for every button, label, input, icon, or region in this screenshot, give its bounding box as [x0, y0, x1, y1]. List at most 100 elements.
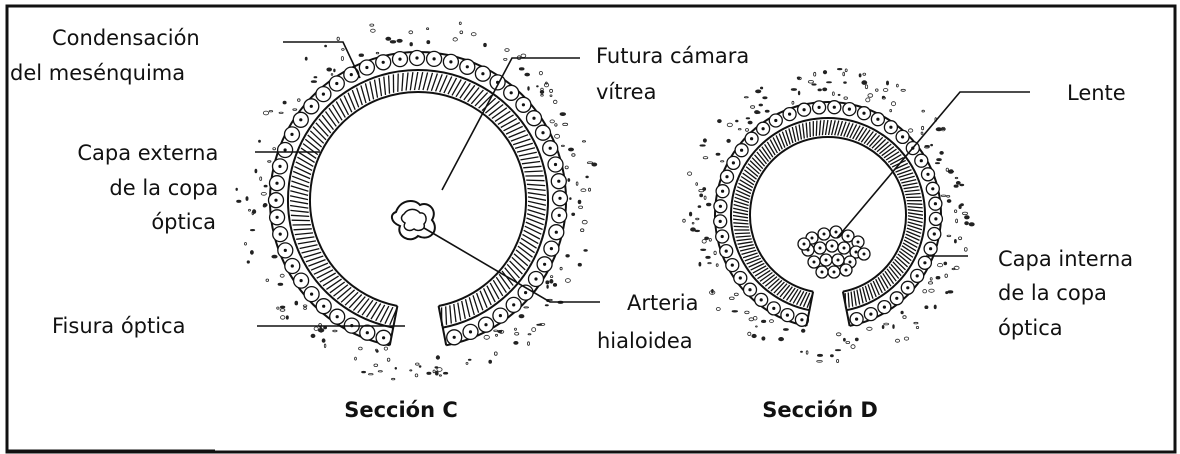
mesenchyme-speck	[893, 325, 895, 329]
mesenchyme-speck	[495, 334, 497, 336]
mesenchyme-speck	[550, 279, 553, 283]
neural-layer-hatch	[489, 105, 504, 116]
cell-nucleus	[541, 131, 544, 134]
mesenchyme-speck	[851, 345, 855, 349]
mesenchyme-speck	[729, 297, 734, 300]
neural-layer-hatch	[884, 149, 897, 158]
mesenchyme-speck	[689, 212, 691, 216]
mesenchyme-speck	[798, 91, 800, 95]
cup-layer-outline	[310, 92, 526, 306]
neural-layer-hatch	[389, 75, 390, 93]
neural-layer-hatch	[290, 191, 308, 196]
mesenchyme-speck	[838, 94, 840, 95]
mesenchyme-speck	[901, 89, 905, 91]
cell-nucleus	[558, 197, 561, 200]
mesenchyme-speck	[459, 22, 461, 25]
label-capa-externa: Capa externa de la copa óptica	[77, 141, 225, 234]
mesenchyme-speck	[318, 329, 324, 332]
neural-layer-hatch	[740, 248, 755, 252]
cell-nucleus	[906, 286, 909, 289]
mesenchyme-speck	[515, 333, 519, 336]
mesenchyme-speck	[528, 334, 531, 335]
neural-layer-hatch	[329, 108, 339, 123]
mesenchyme-speck	[293, 109, 297, 111]
neural-layer-hatch	[734, 226, 749, 227]
neural-layer-hatch	[521, 238, 537, 248]
neural-layer-hatch	[901, 180, 916, 183]
cell-nucleus	[901, 135, 904, 138]
neural-layer-hatch	[345, 292, 358, 305]
neural-layer-hatch	[733, 212, 748, 215]
neural-layer-hatch	[446, 306, 447, 324]
neural-layer-hatch	[290, 210, 308, 212]
mesenchyme-speck	[929, 289, 934, 292]
neural-layer-hatch	[375, 80, 378, 98]
cell-nucleus	[290, 133, 293, 136]
mesenchyme-speck	[277, 307, 279, 309]
mesenchyme-speck	[882, 325, 884, 328]
mesenchyme-speck	[837, 68, 842, 69]
mesenchyme-speck	[528, 87, 530, 91]
cell-nucleus	[274, 199, 277, 202]
mesenchyme-speck	[946, 292, 948, 294]
neural-layer-hatch	[822, 120, 824, 135]
mesenchyme-speck	[937, 159, 942, 161]
hyaloid-artery-shape	[392, 201, 435, 239]
cell-nucleus	[731, 264, 734, 267]
neural-layer-hatch	[302, 249, 320, 253]
mesenchyme-speck	[956, 219, 958, 223]
neural-layer-hatch	[305, 139, 319, 150]
mesenchyme-speck	[547, 285, 549, 288]
mesenchyme-speck	[515, 328, 517, 330]
mesenchyme-speck	[324, 344, 326, 348]
mesenchyme-speck	[691, 228, 696, 231]
cell-nucleus	[750, 137, 753, 140]
mesenchyme-speck	[586, 176, 589, 178]
neural-layer-hatch	[908, 210, 923, 212]
lens-cell-nucleus	[811, 237, 814, 240]
neural-layer-hatch	[358, 299, 369, 313]
mesenchyme-speck	[581, 229, 584, 232]
mesenchyme-speck	[295, 301, 298, 305]
mesenchyme-speck	[566, 255, 570, 258]
mesenchyme-speck	[281, 316, 285, 320]
mesenchyme-speck	[732, 311, 738, 313]
mesenchyme-speck	[845, 69, 847, 72]
neural-layer-hatch	[793, 290, 801, 303]
mesenchyme-speck	[409, 31, 413, 34]
neural-layer-hatch	[514, 254, 528, 266]
mesenchyme-speck	[437, 368, 442, 372]
mesenchyme-speck	[584, 250, 588, 252]
mesenchyme-speck	[255, 169, 257, 173]
mesenchyme-speck	[537, 324, 542, 325]
neural-layer-hatch	[908, 219, 923, 223]
neural-layer-hatch	[528, 210, 546, 215]
mesenchyme-speck	[947, 235, 951, 237]
mesenchyme-speck	[266, 279, 269, 281]
caption-seccion-d: Sección D	[762, 398, 878, 422]
mesenchyme-speck	[311, 81, 316, 83]
mesenchyme-speck	[246, 197, 248, 201]
mesenchyme-speck	[263, 111, 268, 115]
neural-layer-hatch	[290, 206, 308, 209]
mesenchyme-speck	[823, 71, 826, 74]
neural-layer-hatch	[365, 83, 369, 101]
mesenchyme-speck	[941, 195, 946, 196]
label-capa-interna: Capa interna de la copa óptica	[998, 247, 1140, 340]
neural-layer-hatch	[290, 201, 308, 204]
mesenchyme-speck	[484, 43, 487, 46]
cell-nucleus	[772, 307, 775, 310]
neural-layer-hatch	[295, 233, 313, 235]
mesenchyme-speck	[830, 355, 833, 357]
neural-layer-hatch	[851, 292, 853, 307]
mesenchyme-speck	[537, 86, 539, 87]
mesenchyme-speck	[524, 307, 529, 308]
cell-nucleus	[818, 106, 821, 109]
lens-cell-nucleus	[821, 271, 824, 274]
neural-layer-hatch	[520, 157, 538, 160]
neural-layer-hatch	[861, 130, 870, 143]
neural-layer-hatch	[510, 261, 523, 274]
mesenchyme-speck	[745, 311, 749, 314]
neural-layer-hatch	[770, 140, 777, 153]
mesenchyme-speck	[756, 90, 761, 93]
